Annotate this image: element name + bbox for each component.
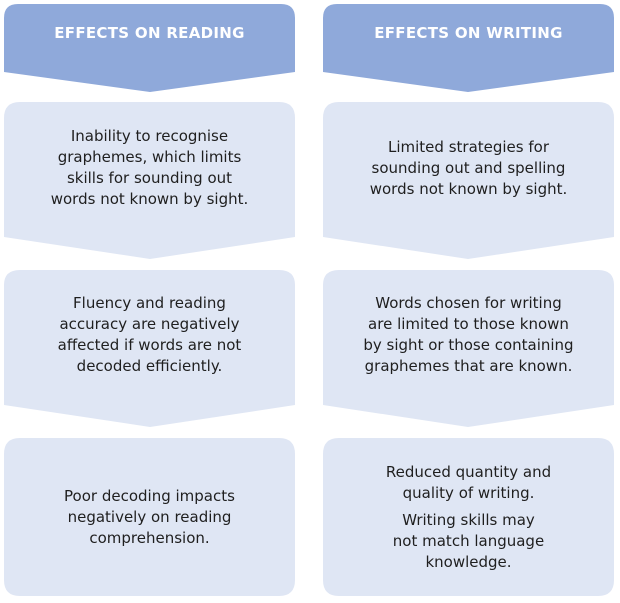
writing-card-1-line: Limited strategies for [388, 137, 549, 156]
writing-card-3-line: not match language [392, 531, 545, 550]
writing-card-3-line: knowledge. [425, 552, 512, 571]
reading-card-1: Inability to recognise graphemes, which … [4, 118, 295, 218]
writing-card-1-shape [323, 102, 614, 259]
writing-card-3-line: Writing skills may [402, 510, 535, 529]
writing-card-2-shape [323, 270, 614, 427]
reading-card-3-line: negatively on reading [67, 507, 232, 526]
writing-card-2-line: graphemes that are known. [364, 357, 573, 375]
writing-card-1-line: words not known by sight. [369, 179, 568, 198]
reading-card-1-line: skills for sounding out [66, 169, 233, 187]
reading-card-3-shape [4, 438, 295, 596]
reading-card-3: Poor decoding impacts negatively on read… [4, 438, 295, 596]
reading-card-3-line: Poor decoding impacts [64, 486, 235, 505]
reading-card-1-line: graphemes, which limits [57, 148, 242, 166]
reading-card-2: Fluency and reading accuracy are negativ… [4, 285, 295, 385]
reading-card-2-line: decoded efficiently. [76, 357, 223, 375]
writing-card-3-shape [323, 438, 614, 596]
writing-card-3: Reduced quantity and quality of writing.… [323, 438, 614, 596]
reading-header-shape [4, 4, 295, 92]
reading-card-2-line: affected if words are not [57, 336, 242, 354]
reading-card-2-line: Fluency and reading [73, 294, 226, 312]
writing-card-2: Words chosen for writing are limited to … [323, 285, 614, 385]
writing-header: EFFECTS ON WRITING [323, 4, 614, 62]
reading-card-1-shape [4, 102, 295, 259]
writing-heading: EFFECTS ON WRITING [374, 24, 563, 42]
reading-card-2-shape [4, 270, 295, 427]
reading-card-3-line: comprehension. [89, 528, 210, 547]
reading-heading: EFFECTS ON READING [54, 24, 245, 42]
reading-card-1-line: Inability to recognise [70, 127, 229, 145]
writing-card-3-line: quality of writing. [402, 483, 535, 502]
writing-header-shape [323, 4, 614, 92]
writing-card-2-line: by sight or those containing [363, 336, 574, 354]
writing-card-3-line: Reduced quantity and [385, 462, 552, 481]
reading-card-2-line: accuracy are negatively [59, 315, 240, 333]
writing-card-1: Limited strategies for sounding out and … [323, 118, 614, 218]
reading-card-1-line: words not known by sight. [50, 190, 249, 208]
reading-header: EFFECTS ON READING [4, 4, 295, 62]
writing-card-2-line: are limited to those known [368, 315, 569, 333]
writing-card-1-line: sounding out and spelling [371, 158, 566, 177]
writing-card-2-line: Words chosen for writing [375, 294, 562, 312]
